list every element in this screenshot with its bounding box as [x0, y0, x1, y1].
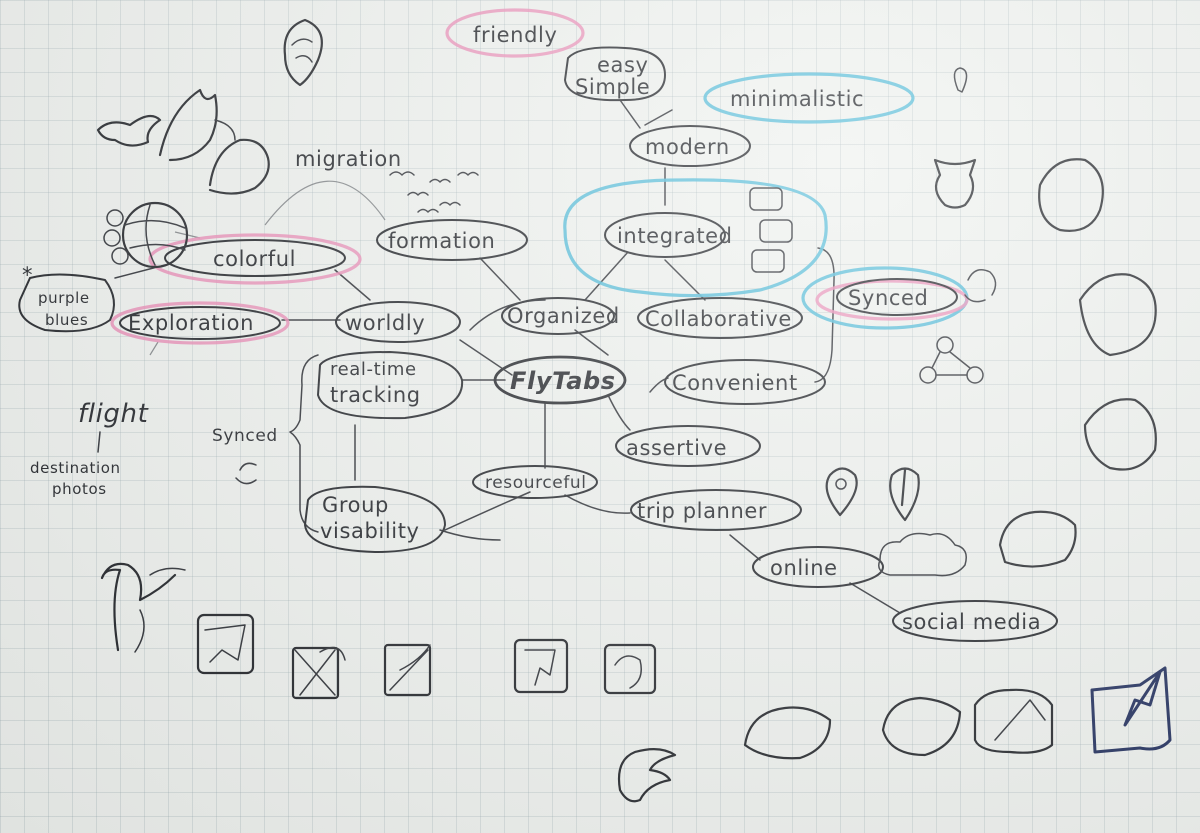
- bird-flock-icon: [389, 171, 479, 213]
- wolf-head-icon: [933, 158, 977, 209]
- feather-f-icon: [617, 748, 677, 803]
- label-social-media: social media: [902, 610, 1041, 634]
- label-integrated: integrated: [617, 224, 733, 248]
- label-friendly: friendly: [473, 23, 557, 47]
- owl-leaf-icon: [1038, 158, 1104, 232]
- fox-curled-icon: [998, 510, 1077, 568]
- label-trip-planner: trip planner: [637, 499, 767, 523]
- label-minimalistic: minimalistic: [730, 87, 864, 111]
- bird-fox-icon: [96, 88, 236, 162]
- oval-group-visability: [303, 485, 447, 554]
- label-synced-left: Synced: [212, 426, 278, 446]
- node-ovals: [18, 46, 1058, 642]
- label-organized: Organized: [507, 304, 620, 328]
- fox-outline-icon: [881, 696, 962, 757]
- hummingbird-icon: [100, 562, 186, 653]
- color-highlights: [110, 8, 969, 345]
- map-pin-icon: [953, 67, 968, 93]
- oval-realtime-tracking: [316, 350, 464, 420]
- fox-square-icon: [973, 688, 1054, 754]
- label-flight: flight: [78, 399, 149, 429]
- globe-icon: [103, 201, 189, 269]
- label-photos: photos: [52, 480, 107, 498]
- connector-lines: [97, 99, 901, 614]
- label-assertive: assertive: [626, 436, 727, 460]
- label-realtime: real-time: [330, 359, 417, 380]
- label-easy: easy: [597, 53, 649, 77]
- fox-small-icon: [743, 706, 832, 760]
- pin-feather-icon: [889, 467, 920, 522]
- label-colorful: colorful: [213, 247, 296, 271]
- doodles: [96, 18, 1172, 803]
- label-convenient: Convenient: [672, 371, 798, 395]
- label-online: online: [770, 556, 838, 580]
- oval-easy-simple: [563, 46, 667, 102]
- bear-head-icon: [208, 138, 270, 195]
- label-group: Group: [322, 493, 389, 517]
- shield-bird-icon: [283, 18, 323, 87]
- refresh-icon: [235, 269, 997, 485]
- node-labels: friendly easy Simple minimalistic modern…: [22, 23, 1041, 634]
- map-pin-large-icon: [825, 467, 858, 517]
- app-icon-sketches: [196, 613, 657, 700]
- label-exploration: Exploration: [128, 311, 254, 335]
- network-icon: [919, 336, 984, 384]
- lion-head-icon: [1083, 398, 1157, 471]
- label-simple: Simple: [575, 75, 650, 99]
- label-center-flytabs: FlyTabs: [510, 367, 616, 395]
- label-asterisk: *: [22, 263, 33, 287]
- label-purple: purple: [38, 289, 90, 307]
- label-modern: modern: [645, 135, 730, 159]
- flytabs-logo-icon: [1090, 666, 1172, 754]
- label-visability: visability: [320, 519, 420, 543]
- label-blues: blues: [45, 311, 88, 329]
- oval-purple-blues: [18, 273, 115, 333]
- label-migration: migration: [295, 147, 402, 171]
- label-collaborative: Collaborative: [645, 307, 792, 331]
- label-worldly: worldly: [345, 311, 425, 335]
- label-formation: formation: [388, 229, 495, 253]
- label-synced-right: Synced: [848, 286, 928, 310]
- cloud-icon: [878, 532, 967, 577]
- bear-profile-icon: [1078, 273, 1157, 357]
- label-tracking: tracking: [330, 383, 421, 407]
- label-resourceful: resourceful: [485, 473, 587, 493]
- label-destination: destination: [30, 459, 121, 477]
- chat-bubbles-icon: [749, 187, 793, 273]
